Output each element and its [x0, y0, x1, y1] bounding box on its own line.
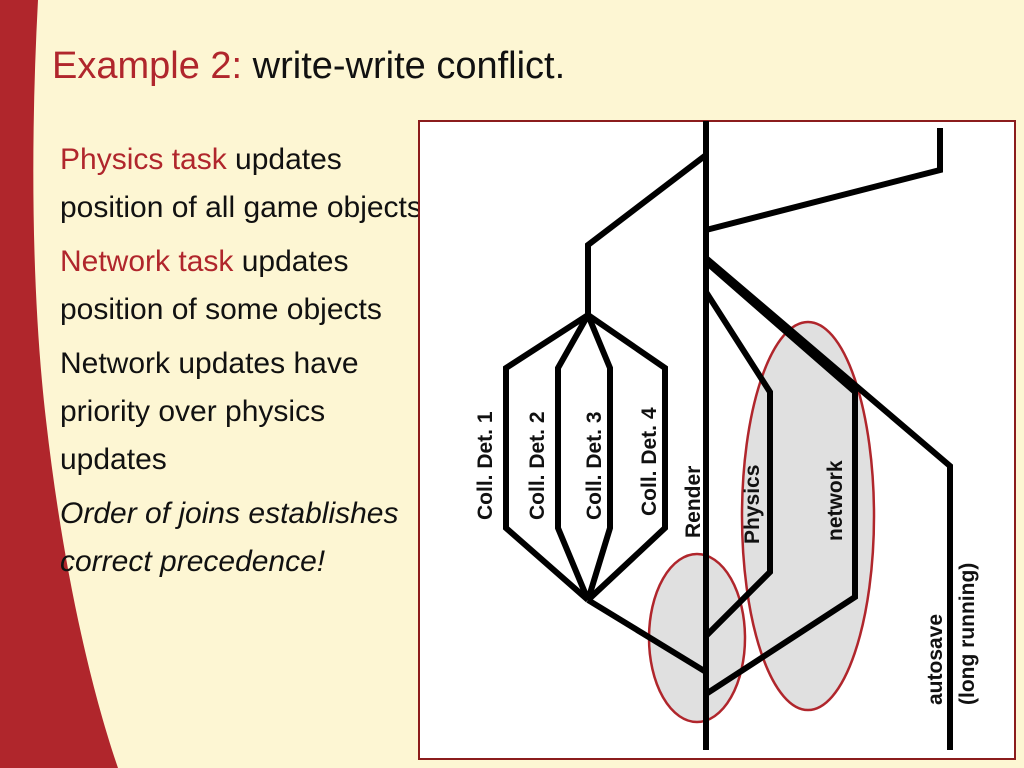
bullet-text: updates position of all game objects: [60, 143, 422, 224]
network-task-path: [704, 259, 858, 697]
bullet-order-of-joins: Order of joins establishes correct prece…: [60, 490, 430, 586]
autosave-spawn-edge: [705, 128, 943, 233]
physics-task-path: [703, 290, 773, 639]
title-rest: write-write conflict.: [242, 45, 566, 87]
slide-title: Example 2: write-write conflict.: [52, 42, 565, 90]
left-sidebar-band: [0, 0, 118, 768]
coll-det-1-branch: [503, 312, 590, 603]
autosave-long-running-label: (long running): [956, 563, 979, 705]
collision-spawn-edge: [585, 152, 708, 315]
render-label: Render: [682, 466, 705, 538]
coll-det-4-branch: [585, 312, 668, 603]
bullet-network: Network task updates position of some ob…: [60, 238, 430, 334]
bullet-text: Network updates have priority over physi…: [60, 347, 359, 476]
autosave-task-path: [704, 255, 953, 750]
physics-label: Physics: [741, 465, 764, 544]
bullet-text: Order of joins establishes correct prece…: [60, 497, 399, 578]
bullet-highlight: Physics task: [60, 143, 227, 176]
bullet-priority: Network updates have priority over physi…: [60, 340, 430, 484]
collision-join-edge: [586, 597, 708, 675]
bullet-text: updates position of some objects: [60, 245, 382, 326]
autosave-label: autosave: [924, 614, 947, 705]
bullet-physics: Physics task updates position of all gam…: [60, 136, 430, 232]
join-highlight-ellipse-small: [647, 552, 747, 724]
bullet-highlight: Network task: [60, 245, 234, 278]
coll-det-1-label: Coll. Det. 1: [474, 411, 497, 520]
coll-det-3-branch: [585, 313, 613, 601]
bullet-list: Physics task updates position of all gam…: [60, 136, 430, 592]
title-prefix: Example 2:: [52, 45, 243, 87]
coll-det-3-label: Coll. Det. 3: [583, 411, 606, 520]
coll-det-2-branch: [555, 313, 591, 602]
coll-det-4-label: Coll. Det. 4: [638, 407, 661, 516]
network-label: network: [824, 460, 847, 541]
coll-det-2-label: Coll. Det. 2: [526, 411, 549, 520]
join-highlight-ellipse-large: [740, 320, 876, 712]
